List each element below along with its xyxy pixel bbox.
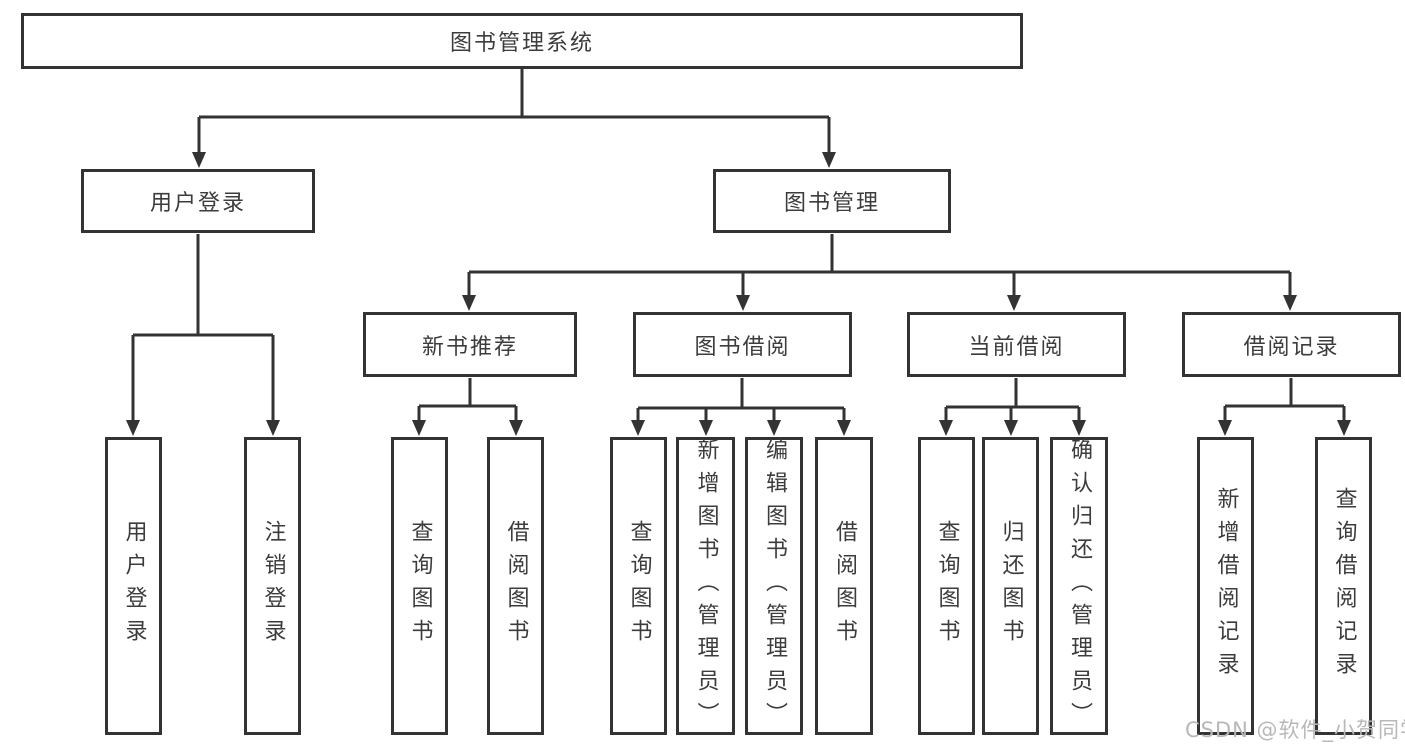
node-label: 归还图书 [998, 520, 1024, 652]
node-library-management-system: 图书管理系统 [21, 13, 1023, 69]
leaf-add-borrow-record: 新增借阅记录 [1197, 437, 1254, 735]
node-book-borrowing: 图书借阅 [633, 312, 852, 377]
leaf-query-books-recommend: 查询图书 [391, 437, 448, 735]
node-label: 新增图书（管理员） [693, 437, 719, 735]
leaf-user-login: 用户登录 [105, 437, 162, 735]
node-current-borrowing: 当前借阅 [907, 312, 1126, 377]
node-label: 当前借阅 [968, 334, 1065, 360]
node-label: 图书管理系统 [449, 31, 594, 56]
node-label: 注销登录 [260, 520, 286, 652]
leaf-edit-books-admin: 编辑图书（管理员） [745, 437, 803, 735]
leaf-query-books-current: 查询图书 [918, 437, 975, 735]
node-label: 借阅记录 [1243, 334, 1340, 360]
leaf-query-borrow-record: 查询借阅记录 [1315, 437, 1372, 735]
node-label: 图书管理 [783, 191, 880, 216]
leaf-return-books: 归还图书 [982, 437, 1039, 735]
leaf-borrow-books-recommend: 借阅图书 [487, 437, 544, 735]
leaf-logout: 注销登录 [244, 437, 301, 735]
node-user-login: 用户登录 [81, 169, 315, 233]
node-label: 查询图书 [407, 520, 433, 652]
node-label: 新书推荐 [421, 334, 518, 360]
csdn-watermark: CSDN @软件_小贺同学 [1185, 718, 1405, 742]
node-label: 用户登录 [149, 191, 246, 216]
node-label: 新增借阅记录 [1213, 487, 1239, 685]
node-label: 图书借阅 [694, 334, 791, 360]
node-label: 查询借阅记录 [1331, 487, 1357, 685]
node-label: 借阅图书 [832, 520, 857, 652]
leaf-query-books-borrowing: 查询图书 [610, 437, 667, 735]
leaf-borrow-books: 借阅图书 [815, 437, 873, 735]
node-label: 确认归还（管理员） [1067, 437, 1092, 735]
node-book-management: 图书管理 [713, 169, 951, 233]
leaf-add-books-admin: 新增图书（管理员） [676, 437, 735, 735]
node-label: 查询图书 [934, 520, 960, 652]
node-label: 借阅图书 [503, 520, 529, 652]
leaf-confirm-return-admin: 确认归还（管理员） [1050, 437, 1108, 735]
node-label: 查询图书 [626, 520, 652, 652]
node-new-book-recommendation: 新书推荐 [363, 312, 577, 377]
node-label: 用户登录 [121, 520, 147, 652]
node-label: 编辑图书（管理员） [762, 437, 787, 735]
node-borrowing-records: 借阅记录 [1182, 312, 1401, 377]
